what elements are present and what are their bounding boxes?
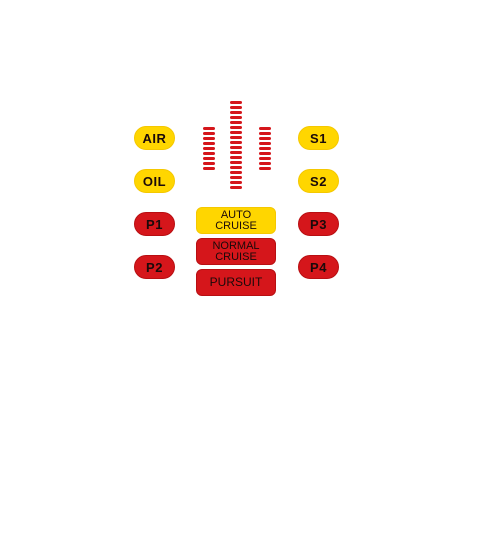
- normal-cruise-line1: NORMAL: [212, 239, 260, 252]
- modulator-right-bar: [259, 137, 271, 140]
- modulator-center-bar: [230, 161, 242, 164]
- p3-button[interactable]: P3: [298, 212, 339, 236]
- modulator-center-bar: [230, 126, 242, 129]
- modulator-center-bar: [230, 141, 242, 144]
- auto-cruise-line2: CRUISE: [215, 219, 257, 232]
- modulator-center-bar: [230, 136, 242, 139]
- modulator-left-bar: [203, 157, 215, 160]
- normal-cruise-button[interactable]: NORMAL CRUISE: [196, 238, 276, 265]
- modulator-right-bar: [259, 167, 271, 170]
- modulator-left-bar: [203, 127, 215, 130]
- modulator-right-bar: [259, 142, 271, 145]
- s1-button[interactable]: S1: [298, 126, 339, 150]
- modulator-center-bar: [230, 121, 242, 124]
- modulator-right-bar: [259, 132, 271, 135]
- pursuit-label: PURSUIT: [209, 275, 263, 289]
- modulator-left-bar: [203, 147, 215, 150]
- modulator-center-bar: [230, 131, 242, 134]
- modulator-right-bar: [259, 162, 271, 165]
- modulator-center-bar: [230, 111, 242, 114]
- modulator-center-bar: [230, 151, 242, 154]
- p4-button[interactable]: P4: [298, 255, 339, 279]
- modulator-center-bar: [230, 116, 242, 119]
- pursuit-button[interactable]: PURSUIT: [196, 269, 276, 296]
- modulator-right-bar: [259, 157, 271, 160]
- modulator-left-bar: [203, 142, 215, 145]
- s2-button[interactable]: S2: [298, 169, 339, 193]
- modulator-left-bar: [203, 167, 215, 170]
- modulator-left-bar: [203, 137, 215, 140]
- normal-cruise-line2: CRUISE: [215, 250, 257, 263]
- modulator-center-bar: [230, 146, 242, 149]
- modulator-center-bar: [230, 176, 242, 179]
- modulator-center-bar: [230, 166, 242, 169]
- modulator-center-bar: [230, 101, 242, 104]
- oil-button[interactable]: OIL: [134, 169, 175, 193]
- modulator-center-bar: [230, 106, 242, 109]
- p2-button[interactable]: P2: [134, 255, 175, 279]
- modulator-center-bar: [230, 186, 242, 189]
- air-button[interactable]: AIR: [134, 126, 175, 150]
- modulator-center-bar: [230, 156, 242, 159]
- modulator-left-bar: [203, 162, 215, 165]
- p1-button[interactable]: P1: [134, 212, 175, 236]
- modulator-right-bar: [259, 152, 271, 155]
- modulator-left-bar: [203, 152, 215, 155]
- auto-cruise-line1: AUTO: [220, 208, 252, 221]
- modulator-left-bar: [203, 132, 215, 135]
- modulator-right-bar: [259, 127, 271, 130]
- modulator-right-bar: [259, 147, 271, 150]
- modulator-center-bar: [230, 171, 242, 174]
- modulator-center-bar: [230, 181, 242, 184]
- auto-cruise-button[interactable]: AUTO CRUISE: [196, 207, 276, 234]
